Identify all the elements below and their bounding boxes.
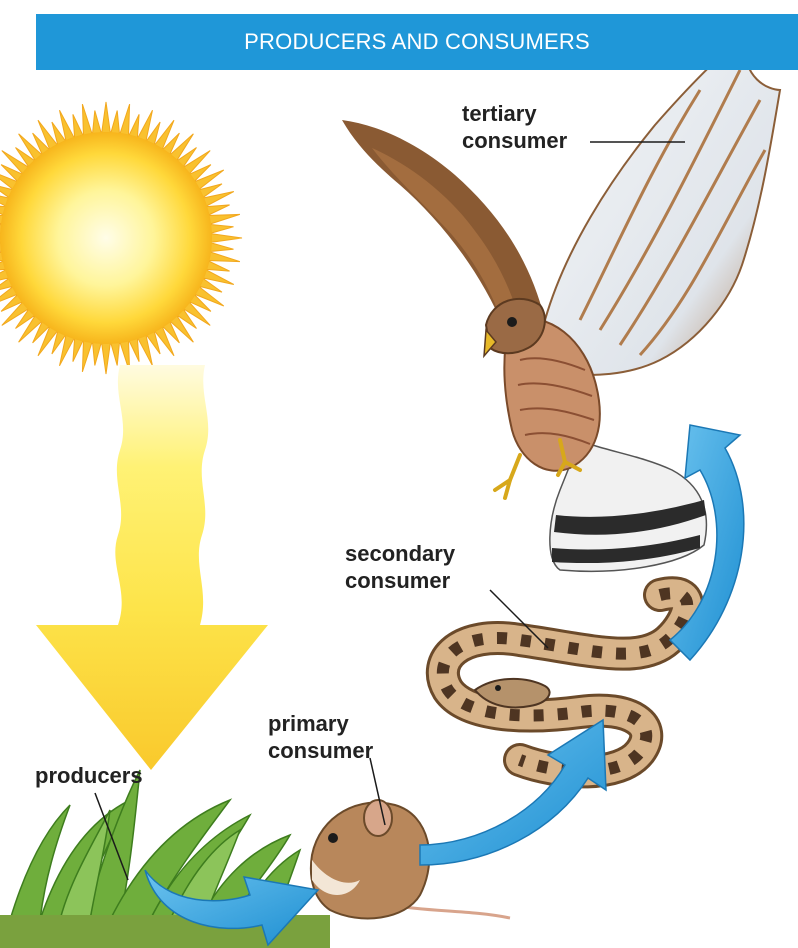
label-tertiary-line2: consumer bbox=[462, 127, 567, 154]
label-tertiary-line1: tertiary bbox=[462, 100, 567, 127]
label-secondary-line1: secondary bbox=[345, 540, 455, 567]
label-tertiary-consumer: tertiary consumer bbox=[462, 100, 567, 154]
diagram-title: PRODUCERS AND CONSUMERS bbox=[36, 14, 798, 70]
title-banner: PRODUCERS AND CONSUMERS bbox=[36, 14, 798, 70]
label-primary-line1: primary bbox=[268, 710, 373, 737]
label-producers: producers bbox=[35, 762, 143, 789]
sun-icon bbox=[0, 102, 242, 374]
energy-arrow-icon bbox=[36, 365, 268, 770]
mouse-icon bbox=[311, 800, 510, 918]
label-producers-text: producers bbox=[35, 762, 143, 789]
label-primary-consumer: primary consumer bbox=[268, 710, 373, 764]
label-secondary-consumer: secondary consumer bbox=[345, 540, 455, 594]
label-primary-line2: consumer bbox=[268, 737, 373, 764]
label-secondary-line2: consumer bbox=[345, 567, 455, 594]
